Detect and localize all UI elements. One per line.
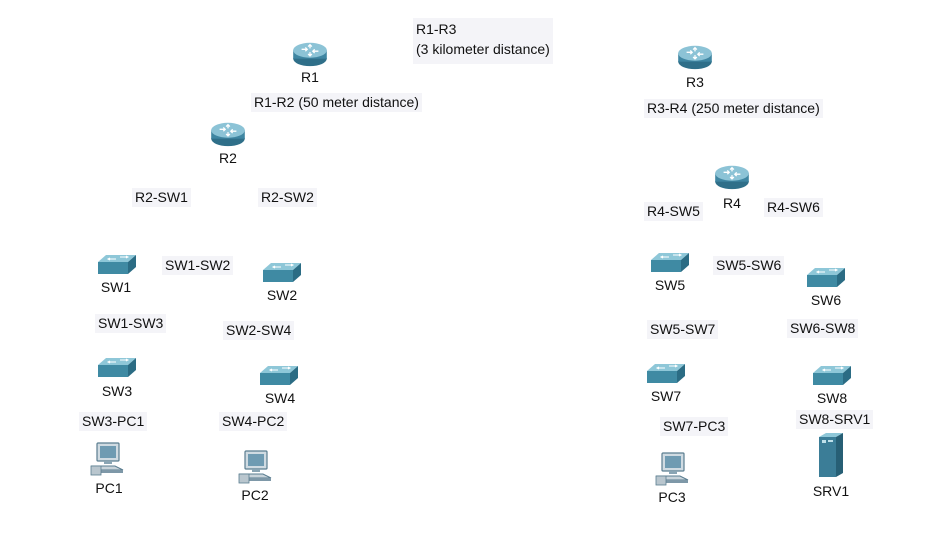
link-label-sw8-srv1[interactable]: SW8-SRV1 xyxy=(796,410,874,429)
link-label-r1-r3[interactable]: R1-R3 (3 kilometer distance) xyxy=(413,18,553,64)
switch-sw3-icon[interactable] xyxy=(96,357,138,379)
pc-pc1-icon[interactable] xyxy=(89,442,125,476)
link-label-sw3-pc1[interactable]: SW3-PC1 xyxy=(79,412,148,431)
link-label-sw6-sw8[interactable]: SW6-SW8 xyxy=(787,319,859,338)
server-srv1-label: SRV1 xyxy=(812,483,850,499)
switch-sw7-icon[interactable] xyxy=(645,363,687,385)
switch-sw4-label: SW4 xyxy=(264,390,296,406)
link-label-sw7-pc3[interactable]: SW7-PC3 xyxy=(660,417,729,436)
link-label-r4-sw6[interactable]: R4-SW6 xyxy=(764,198,823,217)
switch-sw5-icon[interactable] xyxy=(649,252,691,274)
switch-sw4-icon[interactable] xyxy=(258,365,300,387)
pc-pc1-label: PC1 xyxy=(95,480,123,496)
link-label-r3-r4[interactable]: R3-R4 (250 meter distance) xyxy=(644,99,823,118)
pc-pc3-icon[interactable] xyxy=(654,452,690,486)
switch-sw8-label: SW8 xyxy=(816,390,848,406)
router-r2-label: R2 xyxy=(219,150,237,166)
link-label-sw1-sw3[interactable]: SW1-SW3 xyxy=(95,314,167,333)
link-label-r4-sw5[interactable]: R4-SW5 xyxy=(644,202,703,221)
switch-sw1-icon[interactable] xyxy=(96,254,138,276)
switch-sw3-label: SW3 xyxy=(101,383,133,399)
switch-sw5-label: SW5 xyxy=(654,277,686,293)
router-r2-icon[interactable] xyxy=(209,120,247,148)
server-srv1-icon[interactable] xyxy=(818,432,844,478)
link-label-sw1-sw2[interactable]: SW1-SW2 xyxy=(162,256,234,275)
router-r1-label: R1 xyxy=(301,69,319,85)
router-r3-label: R3 xyxy=(686,74,704,90)
switch-sw7-label: SW7 xyxy=(650,388,682,404)
switch-sw2-label: SW2 xyxy=(266,287,298,303)
switch-sw8-icon[interactable] xyxy=(811,365,853,387)
link-label-r2-sw2[interactable]: R2-SW2 xyxy=(258,188,317,207)
link-label-sw5-sw6[interactable]: SW5-SW6 xyxy=(713,256,785,275)
router-r1-icon[interactable] xyxy=(291,40,329,68)
switch-sw1-label: SW1 xyxy=(100,279,132,295)
link-label-r2-sw1[interactable]: R2-SW1 xyxy=(132,188,191,207)
link-label-sw4-pc2[interactable]: SW4-PC2 xyxy=(219,412,288,431)
switch-sw2-icon[interactable] xyxy=(261,262,303,284)
switch-sw6-icon[interactable] xyxy=(805,267,847,289)
link-label-r1-r2[interactable]: R1-R2 (50 meter distance) xyxy=(251,93,422,112)
switch-sw6-label: SW6 xyxy=(810,292,842,308)
router-r3-icon[interactable] xyxy=(676,43,714,71)
pc-pc2-label: PC2 xyxy=(241,487,269,503)
link-label-sw2-sw4[interactable]: SW2-SW4 xyxy=(223,321,295,340)
router-r4-label: R4 xyxy=(723,195,741,211)
router-r4-icon[interactable] xyxy=(713,163,751,191)
pc-pc3-label: PC3 xyxy=(658,489,686,505)
pc-pc2-icon[interactable] xyxy=(237,450,273,484)
link-label-sw5-sw7[interactable]: SW5-SW7 xyxy=(647,320,719,339)
